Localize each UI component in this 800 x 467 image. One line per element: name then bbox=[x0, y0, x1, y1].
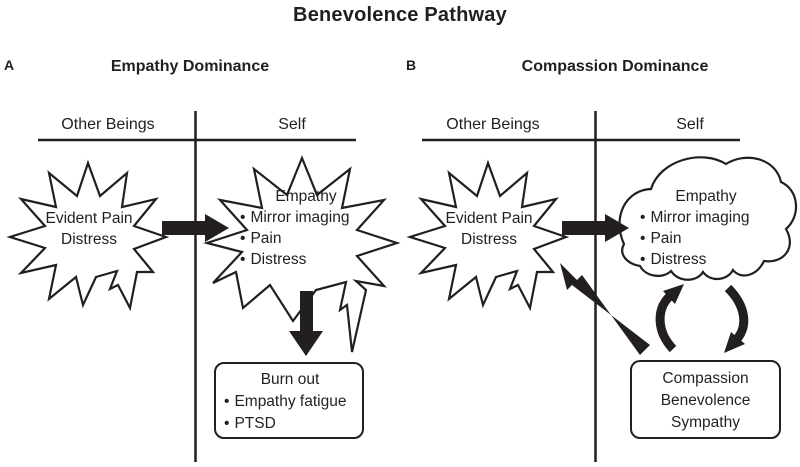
bullet-item: •Pain bbox=[240, 228, 372, 249]
bullet-glyph: • bbox=[640, 230, 646, 247]
bullet-text: Pain bbox=[650, 230, 682, 247]
starburst-stimulus-b bbox=[406, 159, 570, 312]
bullet-item: •Distress bbox=[640, 249, 772, 270]
compassion-line: Sympathy bbox=[671, 414, 740, 431]
empathy-title: Empathy bbox=[675, 188, 737, 205]
stimulus-line: Distress bbox=[61, 231, 117, 248]
panel-a-column-other-beings: Other Beings bbox=[61, 116, 155, 133]
bullet-text: Distress bbox=[250, 251, 307, 268]
cloud-empathy-b bbox=[618, 156, 798, 281]
panel-a-empathy-text: Empathy •Mirror imaging •Pain •Distress bbox=[240, 186, 372, 270]
bullet-text: Empathy fatigue bbox=[234, 393, 347, 410]
starburst-stimulus-a bbox=[6, 159, 170, 312]
panel-b-stimulus-text: Evident Pain Distress bbox=[414, 208, 564, 250]
bullet-glyph: • bbox=[224, 393, 230, 410]
bullet-text: Mirror imaging bbox=[650, 209, 750, 226]
bullet-item: •Pain bbox=[640, 228, 772, 249]
curved-arrowhead-up-icon bbox=[663, 284, 684, 304]
bullet-glyph: • bbox=[240, 251, 246, 268]
bullet-item: •PTSD bbox=[224, 413, 356, 435]
bullet-text: Mirror imaging bbox=[250, 209, 350, 226]
bullet-glyph: • bbox=[240, 230, 246, 247]
bullet-glyph: • bbox=[640, 209, 646, 226]
compassion-line: Benevolence bbox=[660, 392, 751, 409]
panel-b-title: Compassion Dominance bbox=[521, 58, 709, 75]
arrow-b-compassion-to-stimulus bbox=[560, 263, 650, 355]
stimulus-line: Evident Pain bbox=[445, 210, 533, 227]
bullet-item: •Mirror imaging bbox=[640, 207, 772, 228]
bullet-glyph: • bbox=[240, 209, 246, 226]
arrow-a-empathy-to-burnout bbox=[289, 291, 323, 356]
figure-title: Benevolence Pathway bbox=[293, 4, 507, 26]
arrow-b-stimulus-to-empathy bbox=[562, 214, 629, 242]
starburst-empathy-a bbox=[203, 155, 401, 353]
bullet-item: •Empathy fatigue bbox=[224, 391, 356, 413]
curved-arrow-b-compassion-to-empathy bbox=[655, 293, 677, 353]
bullet-item: •Distress bbox=[240, 249, 372, 270]
curved-arrow-b-empathy-to-compassion bbox=[724, 284, 749, 342]
panel-a-stimulus-text: Evident Pain Distress bbox=[14, 208, 164, 250]
bullet-glyph: • bbox=[640, 251, 646, 268]
curved-arrowhead-down-icon bbox=[724, 332, 745, 353]
panel-a-title: Empathy Dominance bbox=[110, 58, 270, 75]
compassion-box: Compassion Benevolence Sympathy bbox=[630, 360, 781, 439]
burnout-box: Burn out •Empathy fatigue •PTSD bbox=[214, 362, 364, 439]
bullet-item: •Mirror imaging bbox=[240, 207, 372, 228]
stimulus-line: Distress bbox=[461, 231, 517, 248]
compassion-line: Compassion bbox=[662, 370, 749, 387]
panel-b-column-other-beings: Other Beings bbox=[446, 116, 540, 133]
bullet-glyph: • bbox=[224, 415, 230, 432]
panel-b-label: B bbox=[406, 57, 417, 73]
panel-a-column-self: Self bbox=[278, 116, 306, 133]
bullet-text: Distress bbox=[650, 251, 707, 268]
panel-b-column-self: Self bbox=[676, 116, 704, 133]
empathy-title: Empathy bbox=[275, 188, 337, 205]
arrow-a-stimulus-to-empathy bbox=[162, 214, 229, 242]
burnout-title: Burn out bbox=[260, 371, 320, 388]
panel-b-empathy-text: Empathy •Mirror imaging •Pain •Distress bbox=[640, 186, 772, 270]
stimulus-line: Evident Pain bbox=[45, 210, 133, 227]
bullet-text: PTSD bbox=[234, 415, 276, 432]
panel-a-label: A bbox=[4, 57, 15, 73]
bullet-text: Pain bbox=[250, 230, 282, 247]
